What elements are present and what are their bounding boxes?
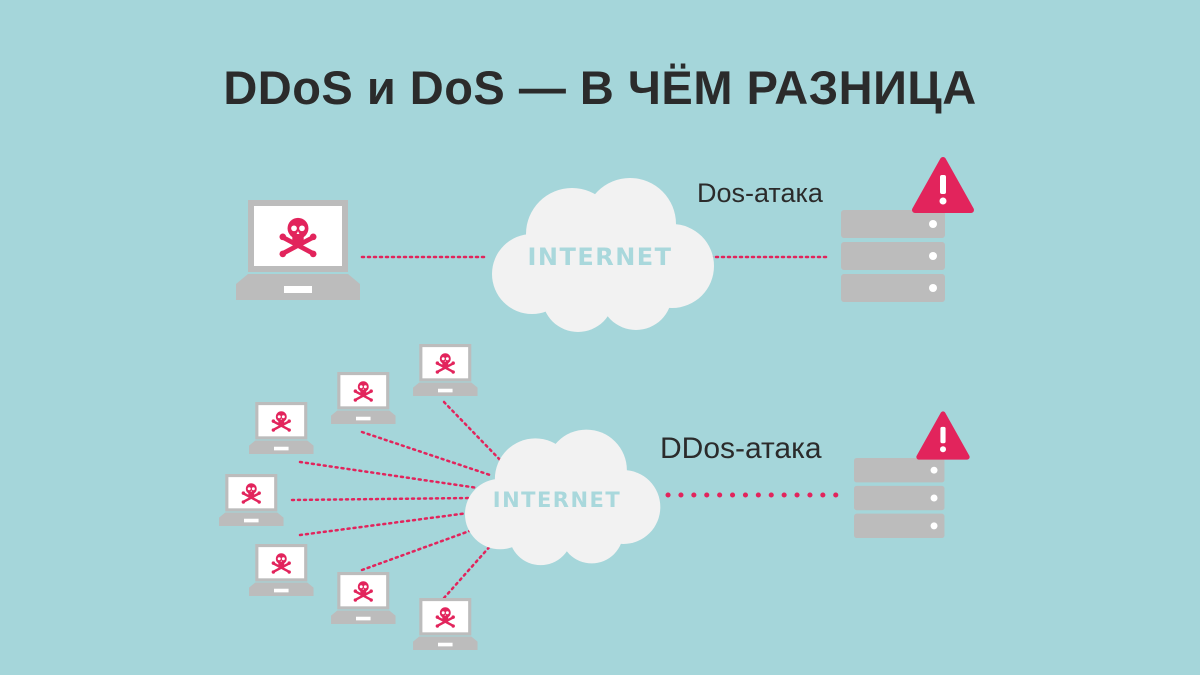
ddos-link-3 bbox=[298, 460, 480, 490]
ddos-link-5 bbox=[298, 510, 478, 537]
ddos-warning-icon bbox=[919, 414, 967, 457]
ddos-link-7 bbox=[442, 533, 502, 600]
ddos-attacker-laptop-icon bbox=[249, 544, 313, 596]
ddos-cloud-label: INTERNET bbox=[493, 488, 621, 512]
ddos-link-6 bbox=[360, 523, 488, 572]
ddos-attacker-laptop-icon bbox=[413, 598, 477, 650]
ddos-attacker-laptop-icon bbox=[219, 474, 283, 526]
dos-warning-icon bbox=[915, 160, 971, 210]
ddos-section: INTERNET DDos-атака bbox=[219, 344, 967, 650]
dos-server-icon bbox=[841, 210, 945, 302]
page-title: DDoS и DoS — В ЧЁМ РАЗНИЦА bbox=[223, 61, 977, 114]
ddos-attacker-laptop-icon bbox=[331, 572, 395, 624]
ddos-link-2 bbox=[360, 430, 492, 477]
dos-section: INTERNET Dos-атака bbox=[236, 160, 971, 332]
ddos-link-1 bbox=[442, 400, 507, 467]
ddos-attacker-laptop-icon bbox=[331, 372, 395, 424]
ddos-attack-label: DDos-атака bbox=[660, 432, 822, 465]
ddos-link-4 bbox=[290, 496, 474, 502]
dos-attack-label: Dos-атака bbox=[697, 178, 824, 208]
dos-attacker-laptop-icon bbox=[236, 200, 360, 300]
ddos-attacker-laptop-icon bbox=[413, 344, 477, 396]
dos-cloud-label: INTERNET bbox=[527, 243, 672, 271]
ddos-server-icon bbox=[854, 458, 945, 539]
ddos-attacker-laptop-icon bbox=[249, 402, 313, 454]
